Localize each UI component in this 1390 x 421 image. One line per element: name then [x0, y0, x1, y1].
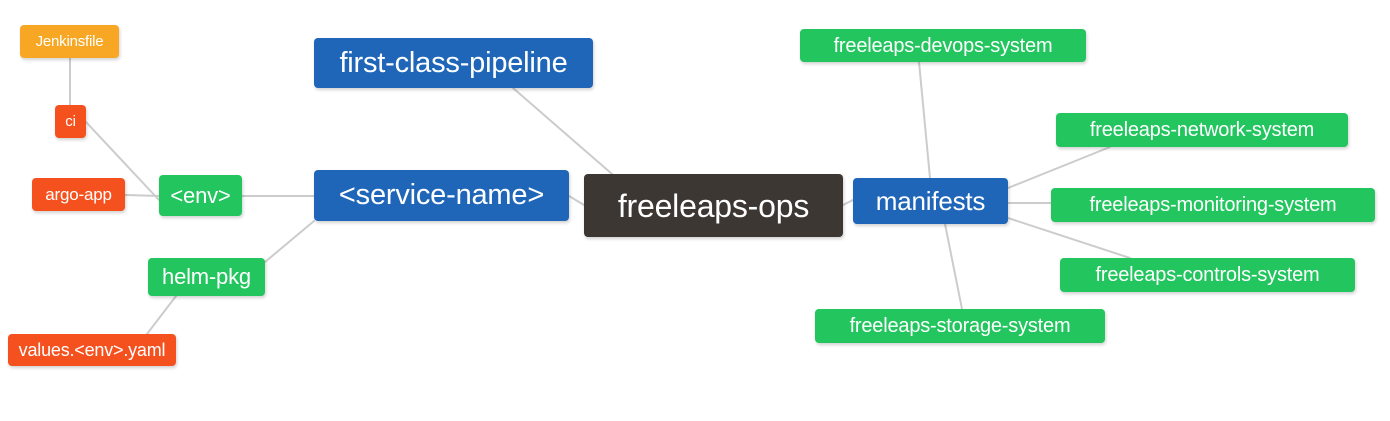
edge-manifests-to-freeleaps-controls-system	[1007, 217, 1131, 259]
edge-manifests-to-freeleaps-storage-system	[944, 223, 963, 310]
node-ci[interactable]: ci	[55, 105, 86, 138]
node-env[interactable]: <env>	[159, 175, 242, 216]
node-jenkinsfile[interactable]: Jenkinsfile	[20, 25, 119, 58]
edge-manifests-to-freeleaps-devops-system	[918, 61, 931, 179]
node-label-values-env-yaml: values.<env>.yaml	[18, 340, 166, 360]
node-freeleaps-monitoring-system[interactable]: freeleaps-monitoring-system	[1051, 188, 1375, 222]
node-label-service-name: <service-name>	[338, 179, 545, 211]
edge-helm-pkg-to-values-env-yaml	[146, 295, 177, 335]
node-label-manifests: manifests	[875, 186, 986, 216]
node-label-argo-app: argo-app	[45, 185, 112, 204]
edge-manifests-to-freeleaps-network-system	[1007, 146, 1111, 189]
node-service-name[interactable]: <service-name>	[314, 170, 569, 221]
node-label-freeleaps-network-system: freeleaps-network-system	[1089, 119, 1315, 141]
node-label-jenkinsfile: Jenkinsfile	[35, 33, 104, 50]
node-label-freeleaps-ops: freeleaps-ops	[617, 187, 810, 224]
node-label-helm-pkg: helm-pkg	[162, 264, 251, 289]
edge-first-class-pipeline-to-freeleaps-ops	[512, 87, 613, 175]
node-label-first-class-pipeline: first-class-pipeline	[339, 46, 568, 79]
node-label-freeleaps-storage-system: freeleaps-storage-system	[849, 315, 1071, 337]
node-first-class-pipeline[interactable]: first-class-pipeline	[314, 38, 593, 88]
node-manifests[interactable]: manifests	[853, 178, 1008, 224]
node-freeleaps-devops-system[interactable]: freeleaps-devops-system	[800, 29, 1086, 62]
edge-service-name-to-helm-pkg	[264, 220, 315, 263]
node-helm-pkg[interactable]: helm-pkg	[148, 258, 265, 296]
node-freeleaps-storage-system[interactable]: freeleaps-storage-system	[815, 309, 1105, 343]
node-argo-app[interactable]: argo-app	[32, 178, 125, 211]
node-freeleaps-ops[interactable]: freeleaps-ops	[584, 174, 843, 237]
node-values-env-yaml[interactable]: values.<env>.yaml	[8, 334, 176, 366]
node-label-freeleaps-devops-system: freeleaps-devops-system	[833, 34, 1053, 57]
node-label-env: <env>	[170, 182, 231, 208]
edge-service-name-to-freeleaps-ops	[568, 195, 585, 206]
node-freeleaps-network-system[interactable]: freeleaps-network-system	[1056, 113, 1348, 147]
node-label-freeleaps-controls-system: freeleaps-controls-system	[1095, 264, 1320, 286]
node-label-ci: ci	[65, 113, 76, 130]
node-freeleaps-controls-system[interactable]: freeleaps-controls-system	[1060, 258, 1355, 292]
edge-argo-app-to-env	[124, 194, 160, 197]
node-label-freeleaps-monitoring-system: freeleaps-monitoring-system	[1089, 194, 1337, 216]
edge-freeleaps-ops-to-manifests	[842, 199, 854, 206]
